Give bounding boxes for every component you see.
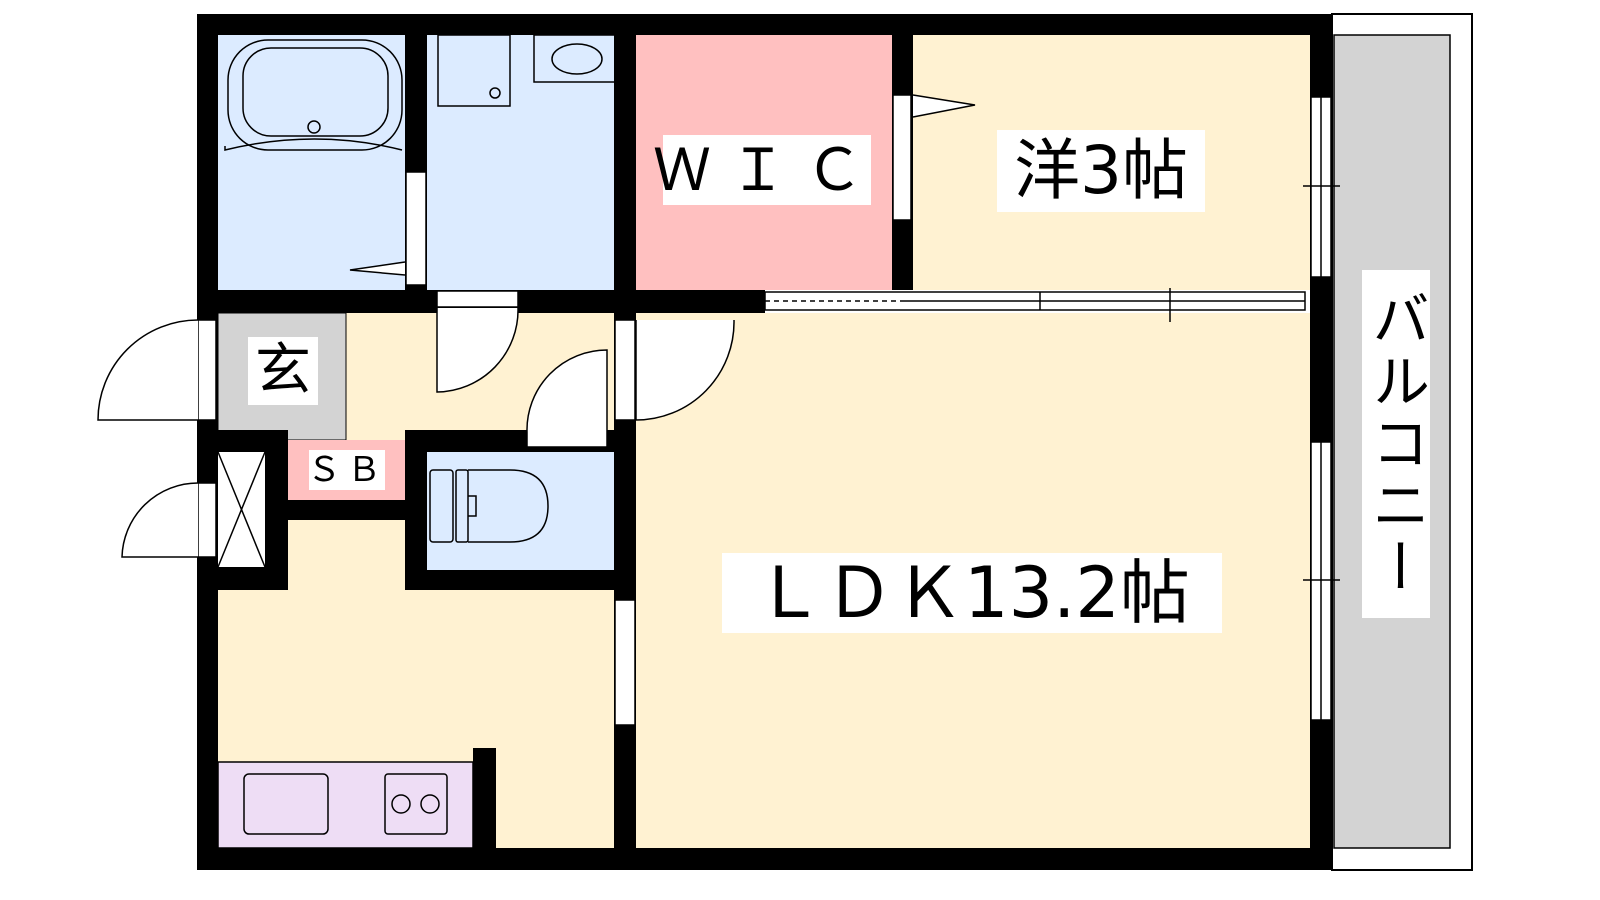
balcony-label: バルコニー [1362,270,1430,618]
kitchen-sink-icon [243,773,329,835]
bathtub-icon [227,39,403,151]
toilet-floor [427,452,614,570]
ldk-label: ＬＤＫ13.2帖 [722,553,1222,633]
stove-icon [384,773,448,835]
toilet-icon [429,469,454,543]
shoe-box-label: ＳＢ [307,450,387,490]
kitchen-counter [217,761,474,849]
door-swing-icon [436,307,519,393]
washroom-floor [427,35,614,290]
sink-icon [533,34,620,83]
western-room-label: 洋3帖 [997,130,1205,212]
washing-machine-icon [437,34,511,107]
entrance-label: 玄 [248,337,318,405]
bathroom-floor [218,35,405,290]
wic-label: ＷＩＣ [653,135,882,205]
fixtures [97,34,1340,835]
